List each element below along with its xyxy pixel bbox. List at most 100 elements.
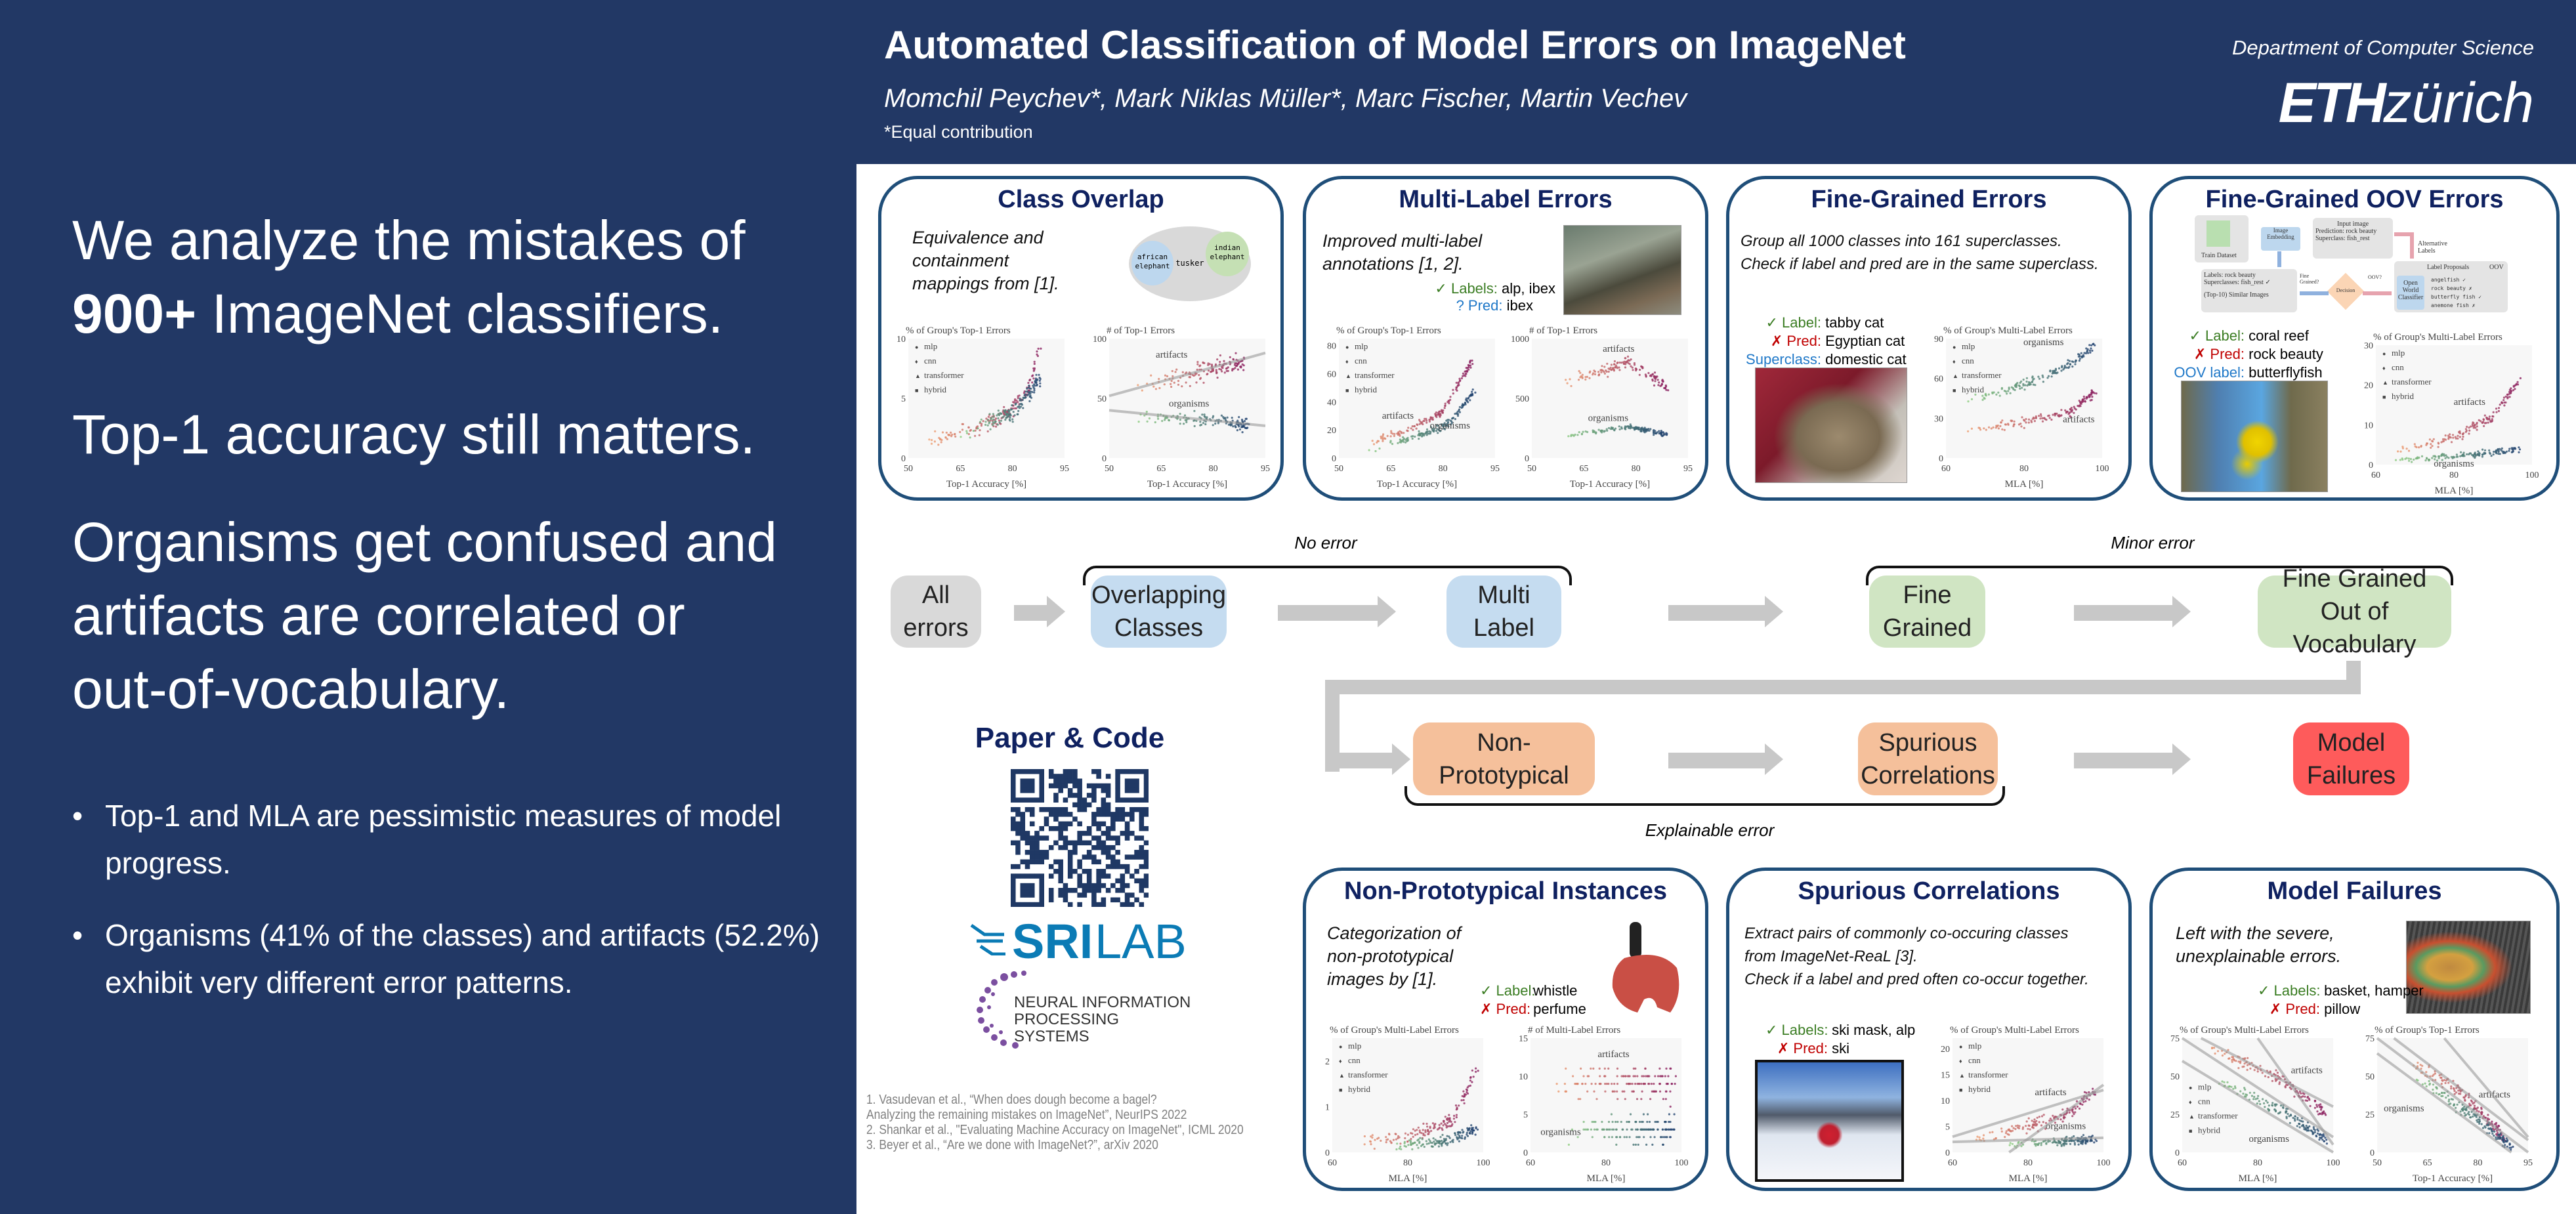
data-point-organisms xyxy=(1464,402,1466,404)
data-point-organisms xyxy=(2025,380,2028,383)
data-point-artifacts xyxy=(2031,1120,2033,1122)
data-point-organisms xyxy=(1669,1136,1672,1139)
data-point-artifacts xyxy=(1218,367,1221,370)
data-point-organisms xyxy=(2253,1095,2256,1099)
data-point-all2 xyxy=(1021,398,1024,401)
data-point-artifacts xyxy=(2420,444,2422,448)
data-point-artifacts xyxy=(1406,1140,1409,1143)
qr-module xyxy=(1143,892,1149,898)
data-point-artifacts xyxy=(2041,420,2044,423)
data-point-artifacts xyxy=(1651,378,1654,381)
qr-module xyxy=(1029,892,1035,898)
legend-marker: ▲ xyxy=(2189,1113,2195,1120)
data-point-all2 xyxy=(991,424,994,427)
data-point-artifacts xyxy=(1446,1121,1448,1124)
data-point-artifacts xyxy=(1636,1098,1639,1100)
data-point-all2 xyxy=(1019,403,1022,406)
data-point-organisms xyxy=(1653,429,1655,432)
data-point-organisms xyxy=(1411,437,1414,440)
qr-module xyxy=(1020,892,1026,898)
qr-module xyxy=(1130,892,1135,898)
data-point-artifacts xyxy=(1607,1067,1610,1070)
data-point-artifacts xyxy=(1586,1075,1589,1078)
qr-module xyxy=(1063,883,1068,889)
data-point-artifacts xyxy=(1393,432,1396,435)
data-point-organisms xyxy=(2415,1078,2418,1081)
data-point-organisms xyxy=(1622,1128,1624,1131)
data-point-organisms xyxy=(2064,1142,2067,1145)
data-point-artifacts xyxy=(2071,409,2074,411)
data-point-artifacts xyxy=(2457,1089,2460,1092)
data-point-organisms xyxy=(2508,448,2511,450)
data-point-artifacts xyxy=(1649,1098,1652,1100)
data-point-artifacts xyxy=(1657,384,1660,387)
flow-non-prototypical: Non-Prototypical xyxy=(1413,722,1595,795)
data-point-artifacts xyxy=(1431,1122,1434,1125)
data-point-artifacts xyxy=(1632,1075,1635,1078)
qr-code[interactable] xyxy=(1011,769,1149,907)
data-point-all xyxy=(940,438,943,442)
qr-module xyxy=(1101,787,1107,793)
data-point-organisms xyxy=(1660,431,1662,434)
data-point-artifacts xyxy=(1196,361,1199,364)
data-point-artifacts xyxy=(2468,432,2470,435)
data-point-artifacts xyxy=(1227,366,1229,369)
data-point-organisms xyxy=(2315,1135,2318,1138)
data-point-artifacts xyxy=(2463,1097,2466,1099)
data-point-organisms xyxy=(1441,1133,1444,1137)
qr-module xyxy=(1053,840,1059,846)
data-point-organisms xyxy=(1439,430,1442,432)
qr-module xyxy=(1077,902,1082,907)
data-point-organisms xyxy=(1660,1136,1662,1139)
x-tick-label: 100 xyxy=(2097,1158,2111,1168)
qr-module xyxy=(1063,897,1068,903)
y-tick-label: 90 xyxy=(1934,335,1943,345)
data-point-artifacts xyxy=(1463,1102,1466,1104)
decision-label: Decision xyxy=(2336,287,2355,293)
data-point-all2 xyxy=(1013,414,1016,417)
data-point-organisms xyxy=(1229,423,1232,426)
qr-module xyxy=(1039,787,1044,793)
fit-line xyxy=(2393,1037,2529,1142)
y-tick-label: 100 xyxy=(1093,335,1107,345)
qr-module xyxy=(1063,778,1068,784)
data-point-organisms xyxy=(2492,453,2495,456)
data-point-organisms xyxy=(2047,375,2050,377)
data-point-artifacts xyxy=(2495,408,2498,410)
data-point-organisms xyxy=(2497,1136,2499,1139)
similar-images-box: Labels: rock beauty Superclasses: fish_r… xyxy=(2201,269,2297,312)
data-point-artifacts xyxy=(1411,425,1414,428)
data-point-organisms xyxy=(2447,1100,2450,1103)
data-point-artifacts xyxy=(2025,421,2027,424)
qr-module xyxy=(1048,897,1054,903)
legend-entry-cnn: cnn xyxy=(1355,356,1367,366)
data-point-organisms xyxy=(1438,429,1441,431)
data-point-artifacts xyxy=(2316,1110,2319,1113)
data-point-artifacts xyxy=(2081,398,2084,401)
qr-module xyxy=(1115,835,1120,841)
data-point-artifacts xyxy=(1579,1098,1582,1100)
data-point-artifacts xyxy=(2054,413,2056,415)
qr-module xyxy=(1020,835,1026,841)
data-point-organisms xyxy=(2000,388,2003,390)
data-point-artifacts xyxy=(1989,1131,1991,1134)
data-point-organisms xyxy=(2493,1130,2496,1133)
data-point-artifacts xyxy=(1198,365,1201,367)
data-point-artifacts xyxy=(1999,425,2002,427)
data-point-all xyxy=(930,442,933,445)
data-point-organisms xyxy=(2045,1142,2048,1145)
data-point-artifacts xyxy=(1640,1083,1643,1085)
qr-module xyxy=(1029,854,1035,860)
fine-grained-label-info: ✓ Label: tabby cat ✗ Pred: Egyptian cat … xyxy=(1746,314,1907,367)
data-point-organisms xyxy=(1596,1128,1599,1131)
data-point-organisms xyxy=(1243,420,1246,423)
qr-module xyxy=(1072,816,1078,822)
data-point-organisms xyxy=(2450,1098,2453,1100)
data-point-artifacts xyxy=(2082,395,2085,398)
qr-module xyxy=(1096,826,1101,831)
data-point-artifacts xyxy=(1371,1134,1374,1137)
data-point-organisms xyxy=(2268,1104,2270,1107)
series-label-organisms: organisms xyxy=(2023,337,2064,348)
